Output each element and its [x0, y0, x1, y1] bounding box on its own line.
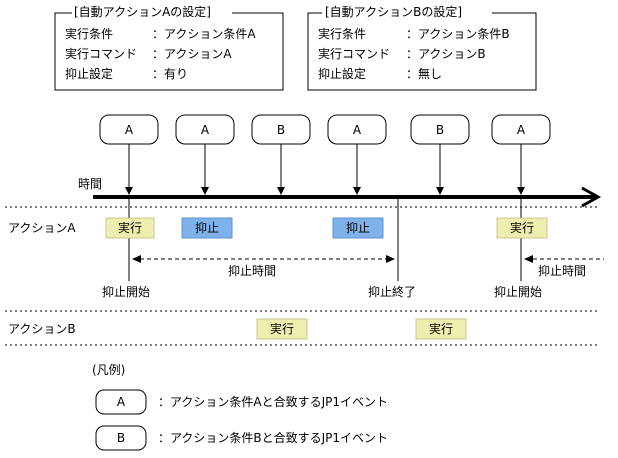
settings-a-value-2: ：有り: [152, 67, 188, 81]
settings-a-key-2: 抑止設定: [65, 66, 113, 81]
event-label: A: [201, 123, 210, 137]
legend-item-text: ：アクション条件Bと合致するJP1イベント: [158, 430, 388, 445]
settings-b-value-2: ：無し: [406, 66, 442, 81]
execute-box-label: 実行: [118, 220, 142, 235]
execute-box: [496, 217, 548, 239]
execute-box-label: 実行: [270, 321, 294, 336]
time-axis-label: 時間: [78, 177, 102, 191]
settings-box-b: [自動アクションBの設定] 実行条件 ：アクション条件B 実行コマンド ：アクシ…: [307, 4, 537, 91]
time-axis-arrowhead: [581, 186, 602, 208]
settings-box-a: [自動アクションAの設定] 実行条件 ：アクション条件A 実行コマンド ：アクシ…: [54, 4, 284, 91]
settings-a-title: [自動アクションAの設定]: [74, 4, 211, 19]
execute-box-label: 実行: [510, 220, 534, 235]
execute-box: [415, 318, 467, 340]
lane-a-label: アクションA: [8, 221, 76, 235]
event-arrows: [125, 144, 525, 195]
settings-b-key-1: 実行コマンド: [318, 46, 390, 61]
settings-a-value-1: ：アクションA: [152, 47, 232, 61]
legend-title: (凡例): [92, 363, 125, 377]
suppress-box-label: 抑止: [195, 220, 219, 235]
lane-dividers: [5, 206, 600, 346]
execute-box: [256, 318, 308, 340]
suppress-time-2: 抑止時間: [524, 255, 604, 278]
legend-symbol-label: B: [117, 431, 125, 445]
suppress-end-label: 抑止終了: [368, 284, 416, 299]
event-label: B: [277, 123, 285, 137]
suppress-box: [181, 217, 233, 239]
event-label: A: [353, 123, 362, 137]
legend-symbol-label: A: [117, 395, 126, 409]
event-label: B: [436, 123, 444, 137]
suppress-start-label: 抑止開始: [494, 284, 542, 299]
legend-symbol-box: [95, 389, 147, 415]
settings-a-key-0: 実行条件: [65, 26, 113, 41]
lane-a-boxes: 実行 抑止 抑止 実行: [105, 217, 548, 239]
event-label: A: [517, 123, 526, 137]
suppress-time-arrowhead-right: [386, 255, 395, 263]
legend-symbol-box: [95, 425, 147, 451]
suppress-time-1: 抑止時間: [132, 255, 395, 278]
lane-b-boxes: 実行 実行: [256, 318, 467, 340]
settings-a-value-0: ：アクション条件A: [152, 27, 256, 41]
lane-b-label: アクションB: [8, 322, 76, 336]
marker-lines: [128, 197, 522, 281]
suppress-time-arrowhead-left: [524, 255, 533, 263]
settings-b-key-2: 抑止設定: [318, 66, 366, 81]
settings-b-title: [自動アクションBの設定]: [325, 4, 462, 19]
settings-b-key-0: 実行条件: [318, 26, 366, 41]
execute-box: [105, 217, 155, 239]
suppress-time-arrowhead-left: [132, 255, 141, 263]
suppress-time-label: 抑止時間: [538, 263, 586, 278]
suppress-time-label: 抑止時間: [228, 263, 276, 278]
settings-a-key-1: 実行コマンド: [65, 46, 137, 61]
settings-b-value-1: ：アクションB: [406, 47, 486, 61]
time-axis: 時間: [78, 177, 602, 208]
suppress-box: [332, 217, 384, 239]
legend-item-text: ：アクション条件Aと合致するJP1イベント: [158, 394, 388, 409]
suppress-start-label: 抑止開始: [102, 284, 150, 299]
suppress-box-label: 抑止: [346, 220, 370, 235]
event-markers: A A B A B A: [99, 114, 551, 145]
event-label: A: [125, 123, 134, 137]
legend: (凡例) A ：アクション条件Aと合致するJP1イベント B ：アクション条件B…: [92, 363, 388, 451]
execute-box-label: 実行: [429, 321, 453, 336]
settings-b-value-0: ：アクション条件B: [406, 27, 510, 41]
